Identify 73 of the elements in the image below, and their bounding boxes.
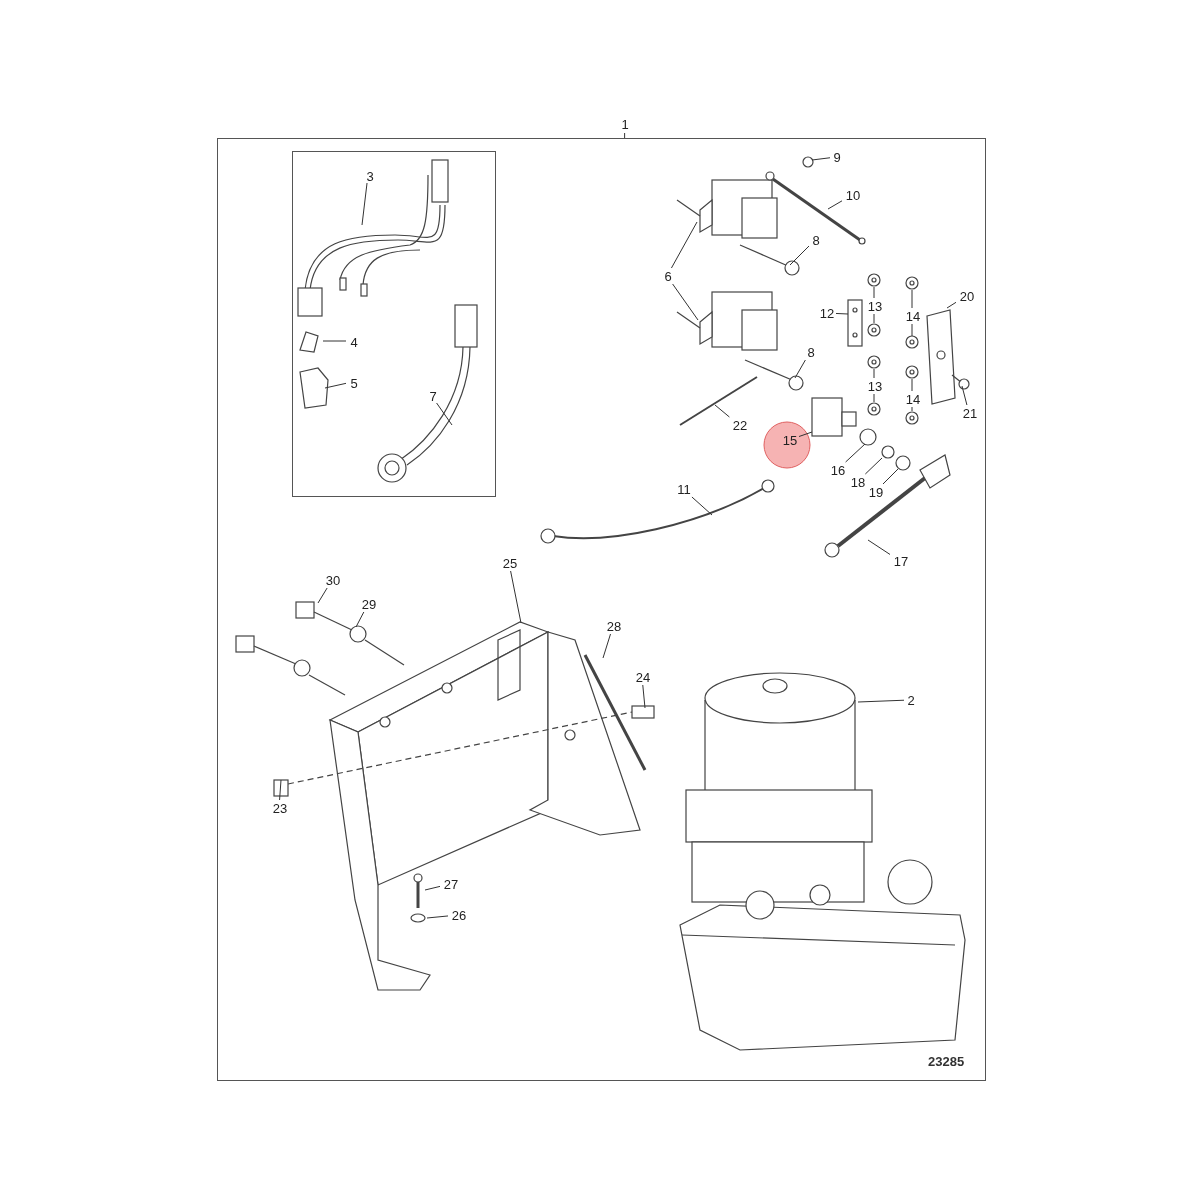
callout-number: 8 bbox=[805, 345, 817, 361]
callout-number: 24 bbox=[633, 670, 653, 686]
leader-line bbox=[864, 457, 883, 475]
leader-line bbox=[510, 570, 522, 624]
callout-number: 13 bbox=[865, 299, 885, 315]
leader-line bbox=[436, 402, 453, 426]
leader-line bbox=[911, 378, 913, 392]
callout-number: 3 bbox=[364, 169, 376, 185]
inset-box bbox=[292, 151, 496, 497]
leader-line bbox=[873, 368, 875, 379]
leader-line bbox=[324, 382, 347, 389]
leader-line bbox=[714, 404, 730, 418]
leader-line bbox=[857, 699, 905, 703]
callout-number: 23 bbox=[270, 801, 290, 817]
leader-line bbox=[322, 340, 347, 342]
callout-number: 13 bbox=[865, 379, 885, 395]
callout-number: 20 bbox=[957, 289, 977, 305]
callout-number: 2 bbox=[905, 693, 917, 709]
leader-line bbox=[424, 885, 441, 891]
callout-number: 4 bbox=[348, 335, 360, 351]
leader-line bbox=[361, 182, 368, 226]
leader-line bbox=[827, 200, 843, 210]
leader-line bbox=[602, 633, 611, 659]
callout-number: 12 bbox=[817, 306, 837, 322]
leader-line bbox=[798, 431, 813, 437]
leader-line bbox=[867, 539, 891, 555]
leader-line bbox=[317, 587, 328, 604]
callout-number: 25 bbox=[500, 556, 520, 572]
callout-number: 11 bbox=[674, 482, 694, 498]
callout-number: 18 bbox=[848, 475, 868, 491]
leader-line bbox=[624, 132, 626, 139]
leader-line bbox=[279, 779, 282, 801]
leader-line bbox=[426, 915, 449, 919]
callout-number: 26 bbox=[449, 908, 469, 924]
leader-line bbox=[873, 393, 875, 403]
callout-number: 9 bbox=[831, 150, 843, 166]
callout-number: 29 bbox=[359, 597, 379, 613]
callout-number: 6 bbox=[662, 269, 674, 285]
drawing-number: 23285 bbox=[928, 1054, 965, 1069]
leader-line bbox=[873, 313, 875, 324]
callout-number: 5 bbox=[348, 376, 360, 392]
leader-line bbox=[642, 684, 646, 709]
leader-line bbox=[789, 245, 810, 266]
callout-number: 30 bbox=[323, 573, 343, 589]
leader-line bbox=[961, 385, 968, 406]
leader-line bbox=[672, 283, 699, 321]
leader-line bbox=[882, 468, 899, 485]
callout-number: 14 bbox=[903, 309, 923, 325]
leader-line bbox=[811, 157, 831, 161]
callout-number: 21 bbox=[960, 406, 980, 422]
callout-number: 15 bbox=[780, 433, 800, 449]
callout-number: 17 bbox=[891, 554, 911, 570]
leader-line bbox=[794, 359, 806, 379]
leader-line bbox=[355, 611, 365, 628]
leader-line bbox=[911, 406, 913, 412]
callout-number: 28 bbox=[604, 619, 624, 635]
callout-number: 10 bbox=[843, 188, 863, 204]
leader-line bbox=[835, 312, 849, 315]
callout-number: 14 bbox=[903, 392, 923, 408]
leader-line bbox=[873, 286, 875, 299]
leader-line bbox=[670, 221, 698, 269]
callout-number: 27 bbox=[441, 877, 461, 893]
callout-number: 16 bbox=[828, 463, 848, 479]
leader-line bbox=[691, 496, 713, 516]
callout-number: 1 bbox=[619, 117, 631, 133]
callout-number: 19 bbox=[866, 485, 886, 501]
leader-line bbox=[946, 301, 957, 309]
callout-number: 8 bbox=[810, 233, 822, 249]
callout-number: 22 bbox=[730, 418, 750, 434]
callout-number: 7 bbox=[427, 389, 439, 405]
leader-line bbox=[911, 323, 913, 337]
leader-line bbox=[845, 443, 866, 463]
leader-line bbox=[911, 289, 913, 309]
